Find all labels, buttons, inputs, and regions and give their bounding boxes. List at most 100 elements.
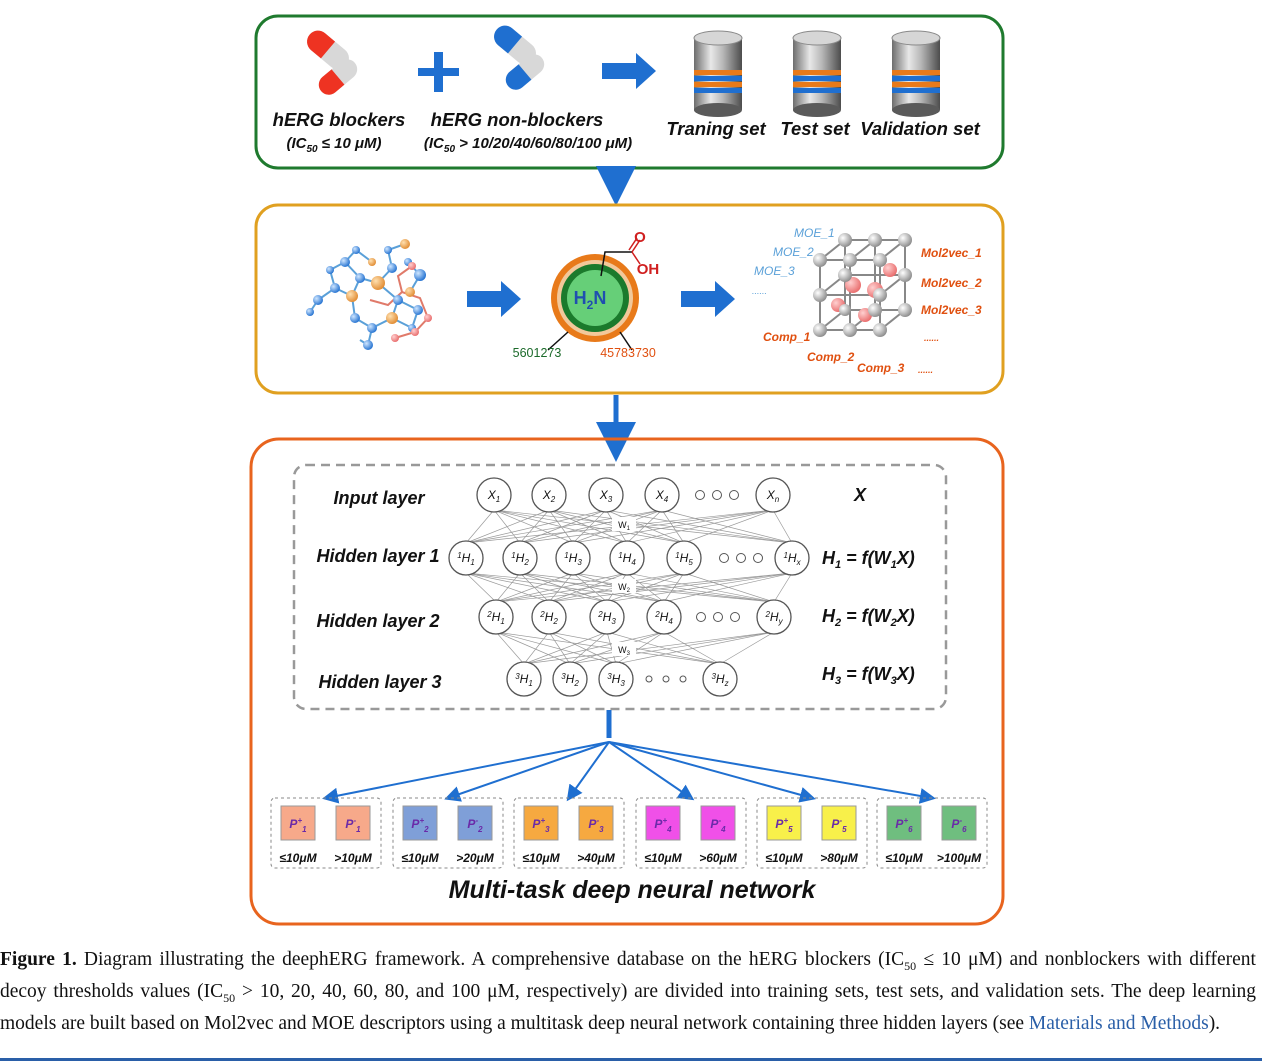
task-threshold-label: >20μM bbox=[456, 851, 495, 865]
mol2vec-label-more: ...... bbox=[924, 333, 939, 343]
moe-label-3: MOE_3 bbox=[754, 264, 795, 278]
task-arrow bbox=[608, 741, 936, 804]
nonblockers-label: hERG non-blockers bbox=[431, 109, 604, 130]
connection-line bbox=[519, 509, 663, 544]
oxygen-label: O bbox=[634, 229, 646, 246]
network-panel bbox=[249, 437, 1005, 926]
connection-line bbox=[495, 631, 617, 665]
task-threshold-label: ≤10μM bbox=[279, 851, 317, 865]
training-set-label: Traning set bbox=[666, 118, 766, 139]
connection-line bbox=[523, 631, 775, 665]
ellipsis-dot bbox=[679, 675, 687, 683]
task-threshold-label: >80μM bbox=[820, 851, 859, 865]
connection-line bbox=[495, 631, 571, 665]
task-threshold-label: ≤10μM bbox=[885, 851, 923, 865]
task-threshold-label: ≤10μM bbox=[765, 851, 803, 865]
mol2vec-label-1: Mol2vec_1 bbox=[921, 246, 982, 260]
task-threshold-label: ≤10μM bbox=[644, 851, 682, 865]
connection-line bbox=[495, 572, 521, 603]
hidden-2-equation: H2 = f(W2X) bbox=[822, 606, 915, 629]
training-set-database-icon bbox=[693, 30, 743, 117]
hidden-1-equation: H1 = f(W1X) bbox=[822, 548, 915, 571]
test-set-database-icon bbox=[792, 30, 842, 117]
task-output-box bbox=[886, 805, 922, 841]
figure-label: Figure 1. bbox=[0, 949, 77, 970]
hidden-1-node: 1H5 bbox=[666, 540, 702, 576]
task-output-label: P+4 bbox=[654, 816, 672, 834]
connection-line bbox=[569, 631, 608, 665]
ellipsis-dot bbox=[736, 553, 746, 563]
task-output-label: P+5 bbox=[775, 816, 793, 834]
connection-line bbox=[495, 572, 685, 603]
glycine-molecule-icon bbox=[547, 237, 641, 351]
connection-line bbox=[548, 572, 793, 603]
weight-label-3: W3 bbox=[618, 645, 631, 657]
bottom-rule bbox=[0, 1058, 1262, 1061]
connection-line bbox=[572, 509, 774, 544]
ellipsis-dot bbox=[696, 612, 706, 622]
connection-line bbox=[548, 509, 574, 544]
task-output-label: P+1 bbox=[289, 816, 307, 834]
task-threshold-label: >10μM bbox=[334, 851, 373, 865]
connection-line bbox=[493, 509, 793, 544]
caption-text-2: ≤ 10 μM) and nonblockers with different … bbox=[0, 949, 1256, 1002]
connection-line bbox=[615, 631, 775, 665]
input-node: Xn bbox=[755, 477, 791, 513]
input-node: X1 bbox=[476, 477, 512, 513]
weight-label-1: W1 bbox=[618, 520, 631, 532]
ellipsis-dot bbox=[645, 675, 653, 683]
task-threshold-label: ≤10μM bbox=[522, 851, 560, 865]
output-arrows bbox=[322, 741, 936, 804]
svg-text:X3: X3 bbox=[599, 488, 613, 504]
moe-label-1: MOE_1 bbox=[794, 226, 835, 240]
connection-line bbox=[465, 572, 497, 603]
descriptor-panel bbox=[254, 203, 1005, 395]
connection-line bbox=[615, 631, 665, 665]
amine-label: H2N bbox=[574, 288, 607, 312]
task-arrow bbox=[608, 741, 816, 803]
connection-line bbox=[519, 509, 774, 544]
task-output-box bbox=[523, 805, 559, 841]
connection-line bbox=[663, 572, 793, 603]
hidden-3-node: 3Hz bbox=[702, 661, 738, 697]
hidden-layer-3-label: Hidden layer 3 bbox=[318, 672, 441, 692]
task-output-box bbox=[578, 805, 614, 841]
hidden-3-node: 3H1 bbox=[506, 661, 542, 697]
compound-id-left: 5601273 bbox=[513, 346, 562, 360]
caption-text-3: > 10, 20, 40, 60, 80, and 100 μM, respec… bbox=[0, 980, 1256, 1034]
arrow-right-icon bbox=[467, 281, 521, 317]
hidden-layer-1-label: Hidden layer 1 bbox=[316, 546, 439, 566]
hidden-3-equation: H3 = f(W3X) bbox=[822, 664, 915, 687]
ellipsis-dot bbox=[730, 612, 740, 622]
task-output-box bbox=[941, 805, 977, 841]
connection-line bbox=[465, 572, 608, 603]
ellipsis-dot bbox=[662, 675, 670, 683]
svg-text:3H2: 3H2 bbox=[561, 672, 579, 688]
task-threshold-label: ≤10μM bbox=[401, 851, 439, 865]
materials-methods-link[interactable]: Materials and Methods bbox=[1028, 1012, 1209, 1034]
blockers-threshold: (IC50 ≤ 10 μM) bbox=[286, 135, 381, 155]
svg-text:3H1: 3H1 bbox=[515, 672, 533, 688]
connection-line bbox=[572, 572, 775, 603]
caption-sub-2: 50 bbox=[223, 990, 236, 1005]
svg-text:2H4: 2H4 bbox=[654, 610, 673, 626]
task-arrow bbox=[444, 741, 610, 802]
connection-line bbox=[493, 509, 685, 544]
svg-text:1Hx: 1Hx bbox=[783, 551, 801, 567]
connection-line bbox=[626, 509, 774, 544]
svg-text:1H2: 1H2 bbox=[511, 551, 529, 567]
input-equation: X bbox=[853, 485, 867, 505]
figure-caption: Figure 1. Diagram illustrating the deeph… bbox=[0, 947, 1256, 1036]
hidden-2-node: 2H3 bbox=[589, 599, 625, 635]
task-output-box bbox=[280, 805, 316, 841]
hidden-2-node: 2H2 bbox=[531, 599, 567, 635]
svg-text:1H5: 1H5 bbox=[675, 551, 693, 567]
hidden-2-node: 2Hy bbox=[756, 599, 792, 635]
compound-id-right: 45783730 bbox=[600, 346, 656, 360]
connection-line bbox=[495, 572, 574, 603]
